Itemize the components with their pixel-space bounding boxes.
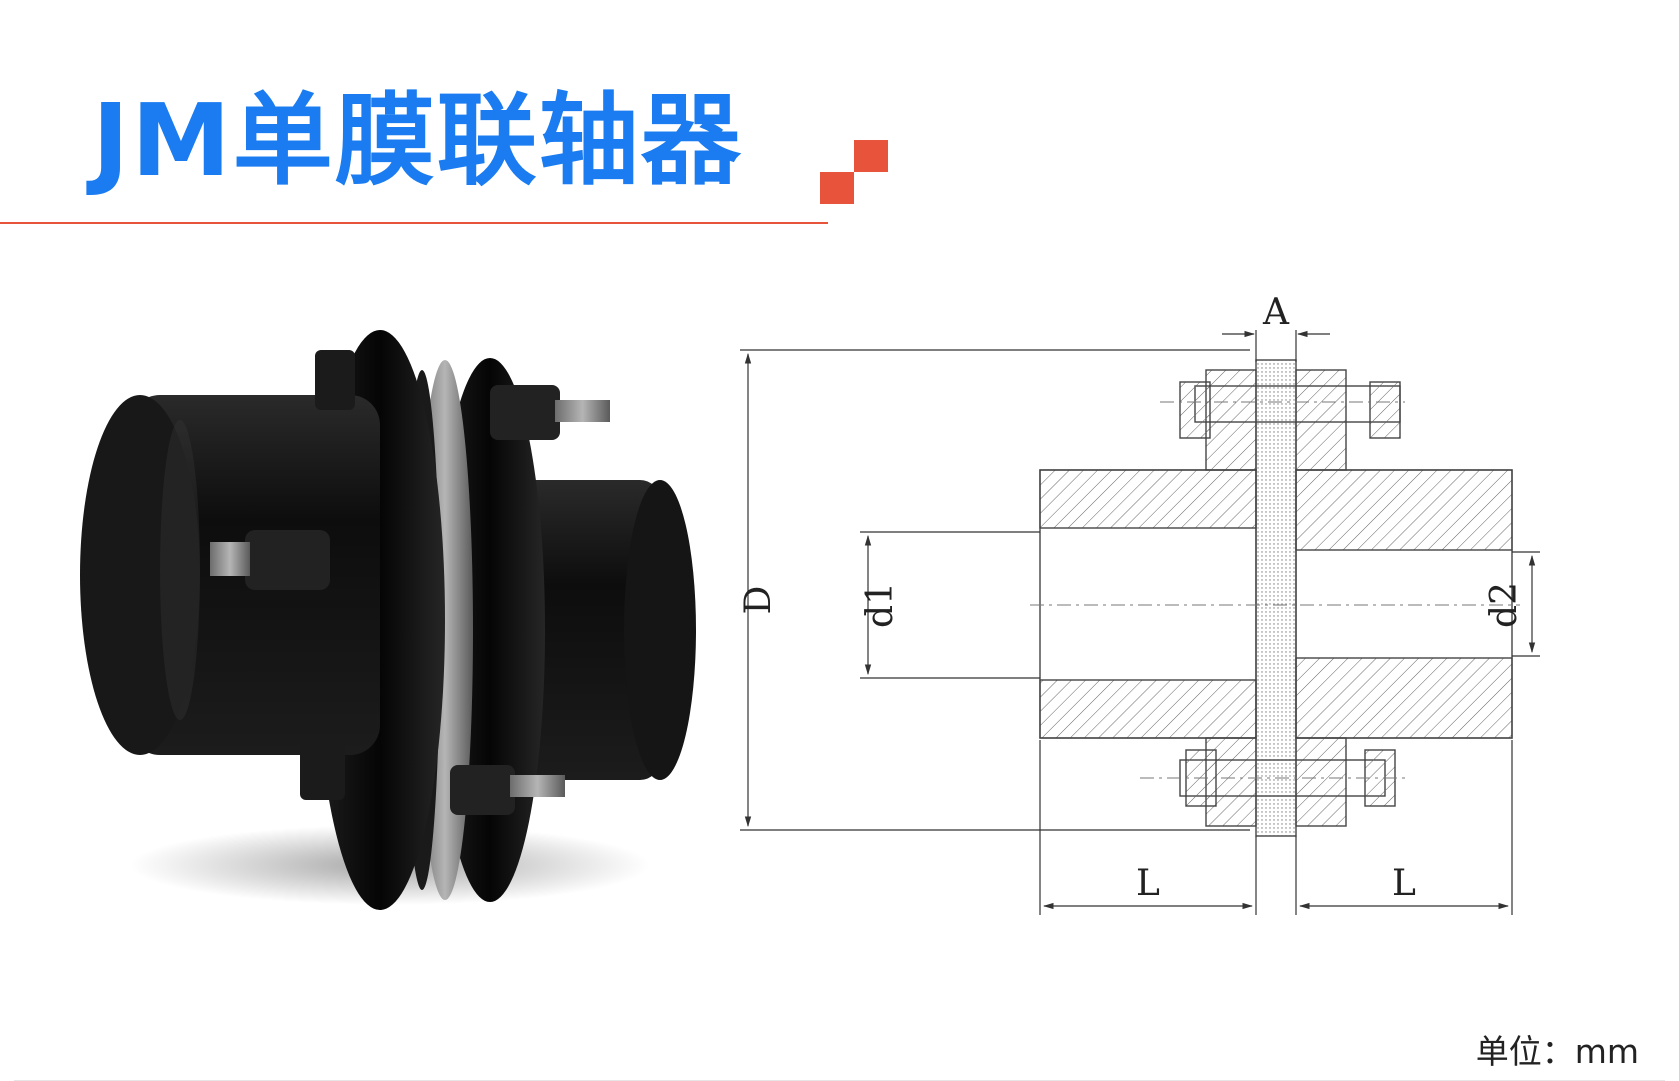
- label-A: A: [1262, 292, 1290, 333]
- deco-square-small: [820, 172, 854, 204]
- bolt-top: [490, 385, 610, 440]
- coupling-photo: [80, 330, 696, 910]
- title-underline: [0, 222, 828, 224]
- bolt-left-bottom: [300, 740, 345, 800]
- diaphragm: [1255, 359, 1297, 837]
- label-d1: d1: [860, 582, 901, 628]
- bolt-middle: [210, 530, 330, 590]
- right-flange-top: [1295, 369, 1347, 471]
- right-hub-top: [1295, 469, 1513, 551]
- right-hub-bottom: [1295, 657, 1513, 739]
- right-hub-face: [624, 480, 696, 780]
- label-d2: d2: [1484, 582, 1525, 628]
- technical-drawing: A L L D d1 d2: [740, 292, 1540, 915]
- label-L-left: L: [1136, 863, 1160, 904]
- deco-squares-icon: [820, 140, 888, 204]
- left-flange-top: [1205, 369, 1257, 471]
- left-hub-highlight: [160, 420, 200, 720]
- top-nut-left: [1179, 381, 1211, 439]
- left-hub-bottom: [1039, 679, 1257, 739]
- deco-square-large: [854, 140, 888, 172]
- page-title: JM单膜联轴器: [92, 82, 743, 199]
- label-L-right: L: [1392, 863, 1416, 904]
- right-flange-bottom: [1295, 737, 1347, 827]
- bolt-bottom: [450, 765, 565, 815]
- left-hub-top: [1039, 469, 1257, 529]
- top-nut-right: [1369, 381, 1401, 439]
- label-D: D: [740, 586, 779, 615]
- unit-label: 单位：mm: [1475, 1032, 1639, 1071]
- left-hub-face: [80, 395, 200, 755]
- bolt-left-top: [315, 350, 355, 410]
